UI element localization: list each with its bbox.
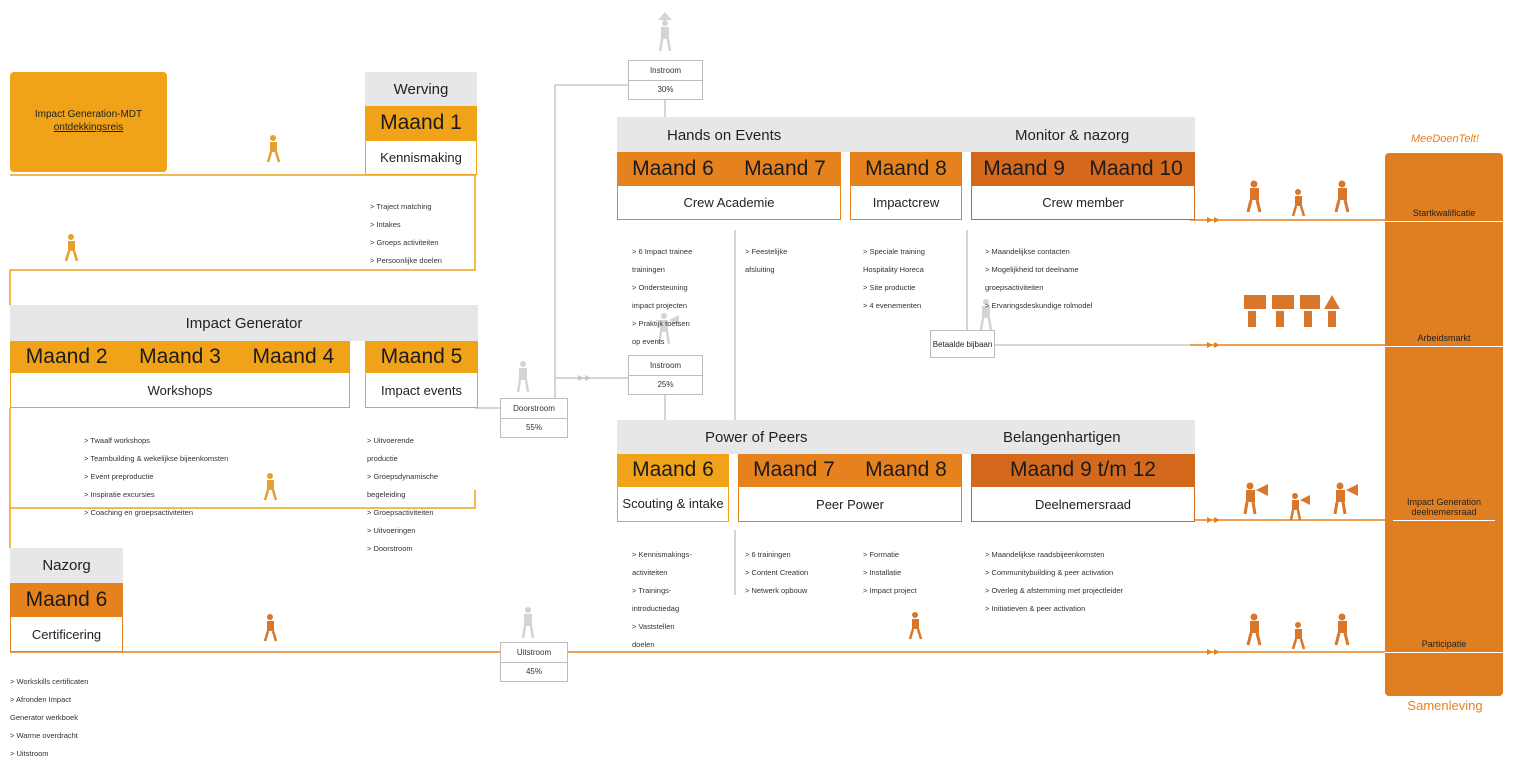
hands-on-events-header: Hands on Events bbox=[667, 127, 782, 144]
crew-academie: Crew Academie bbox=[617, 185, 841, 220]
pop-notes8: > Formatie > Installatie > Impact projec… bbox=[863, 550, 917, 595]
outcome-startkwalificatie: Startkwalificatie bbox=[1385, 208, 1503, 222]
walker-figures bbox=[64, 135, 281, 501]
crew-member: Crew member bbox=[971, 185, 1195, 220]
peer-power: Peer Power bbox=[738, 486, 962, 522]
month-label: Maand 7 bbox=[753, 458, 835, 481]
instroom-percentage: 30% bbox=[657, 85, 674, 95]
month-label: Maand 8 bbox=[865, 458, 947, 481]
pop-notes6: > Kennismakings- activiteiten > Training… bbox=[632, 550, 692, 649]
outcome-deelnemersraad: Impact Generation deelnemersraad bbox=[1393, 497, 1495, 521]
nazorg-header: Nazorg bbox=[10, 548, 123, 583]
impact-events-notes: > Uitvoerende productie > Groepsdynamisc… bbox=[367, 436, 439, 553]
month-label: Maand 10 bbox=[1089, 156, 1183, 180]
nazorg-month: Maand 6 bbox=[10, 583, 123, 616]
month-label: Maand 4 bbox=[252, 344, 335, 368]
doorstroom-label: Doorstroom bbox=[501, 399, 567, 419]
instroom-percentage: 25% bbox=[657, 380, 674, 390]
werving-month: Maand 1 bbox=[365, 106, 477, 140]
impact-generator-months: Maand 2 Maand 3 Maand 4 bbox=[10, 341, 350, 372]
monitor-header: Monitor & nazorg bbox=[1015, 127, 1130, 144]
samenleving-column: Startkwalificatie Arbeidsmarkt Impact Ge… bbox=[1385, 153, 1503, 696]
start-title-line1: Impact Generation-MDT bbox=[34, 109, 143, 120]
instroom-label: Instroom bbox=[629, 356, 702, 376]
bottom-header-bar: Power of Peers Belangenhartigen bbox=[617, 420, 1195, 454]
impactcrew-month: Maand 8 bbox=[850, 152, 962, 185]
impact-events-month: Maand 5 bbox=[365, 341, 478, 372]
impact-generator-subtitle: Workshops bbox=[10, 372, 350, 408]
power-of-peers-header: Power of Peers bbox=[705, 429, 808, 446]
nazorg-subtitle: Certificering bbox=[10, 616, 123, 652]
pop-notes7: > 6 trainingen > Content Creation > Netw… bbox=[745, 550, 809, 595]
impactcrew-notes: > Speciale training Hospitality Horeca >… bbox=[863, 247, 925, 310]
werving-subtitle: Kennismaking bbox=[365, 140, 477, 175]
scouting-intake: Scouting & intake bbox=[617, 486, 729, 522]
impactcrew-subtitle: Impactcrew bbox=[850, 185, 962, 220]
monitor-notes: > Maandelijkse contacten > Mogelijkheid … bbox=[985, 247, 1093, 310]
instroom-top-box: Instroom 30% bbox=[628, 60, 703, 100]
uitstroom-label: Uitstroom bbox=[501, 643, 567, 663]
month-label: Maand 6 bbox=[632, 156, 714, 180]
werving-header: Werving bbox=[365, 72, 477, 106]
impact-events-subtitle: Impact events bbox=[365, 372, 478, 408]
deelnemersraad: Deelnemersraad bbox=[971, 486, 1195, 522]
monitor-months: Maand 9 Maand 10 bbox=[971, 152, 1195, 185]
hands-on-months: Maand 6 Maand 7 bbox=[617, 152, 841, 185]
month-label: Maand 2 bbox=[25, 344, 108, 368]
outcome-participatie: Participatie bbox=[1385, 639, 1503, 653]
month-label: Maand 3 bbox=[139, 344, 221, 368]
hands-on-notes-2: > Feestelijke afsluiting bbox=[745, 247, 788, 274]
belangen-notes: > Maandelijkse raadsbijeenkomsten > Comm… bbox=[985, 550, 1124, 613]
start-block: Impact Generation-MDT ontdekkingsreis bbox=[10, 72, 167, 172]
pop-months78: Maand 7 Maand 8 bbox=[738, 454, 962, 486]
uitstroom-percentage: 45% bbox=[525, 667, 542, 677]
meedoentelt-brand: MeeDoenTelt! bbox=[1410, 133, 1480, 145]
samenleving-label: Samenleving bbox=[1407, 698, 1483, 713]
outcome-arbeidsmarkt: Arbeidsmarkt bbox=[1385, 333, 1503, 347]
instroom-label: Instroom bbox=[629, 61, 702, 81]
flow-lines bbox=[9, 12, 1385, 655]
hands-on-notes: > 6 Impact trainee trainingen > Onderste… bbox=[632, 247, 693, 346]
belangen-month: Maand 9 t/m 12 bbox=[971, 454, 1195, 486]
doorstroom-percentage: 55% bbox=[525, 423, 542, 433]
month-label: Maand 7 bbox=[744, 156, 826, 180]
doorstroom-box: Doorstroom 55% bbox=[500, 398, 568, 438]
werving-notes: > Traject matching > Intakes > Groeps ac… bbox=[370, 202, 442, 265]
month-label: Maand 9 bbox=[983, 156, 1065, 180]
belangen-header: Belangenhartigen bbox=[1003, 429, 1121, 446]
impact-generator-notes: > Twaalf workshops > Teambuilding & weke… bbox=[84, 436, 229, 517]
pop-month6: Maand 6 bbox=[617, 454, 729, 486]
uitstroom-box: Uitstroom 45% bbox=[500, 642, 568, 682]
betaalde-bijbaan-box: Betaalde bijbaan bbox=[930, 330, 995, 358]
start-title-line2: ontdekkingsreis bbox=[53, 122, 124, 133]
nazorg-notes: > Workskills certificaten > Afronden Imp… bbox=[10, 677, 89, 758]
top-header-bar: Hands on Events Monitor & nazorg bbox=[617, 117, 1195, 152]
impact-generator-header: Impact Generator bbox=[10, 305, 478, 341]
instroom-mid-box: Instroom 25% bbox=[628, 355, 703, 395]
